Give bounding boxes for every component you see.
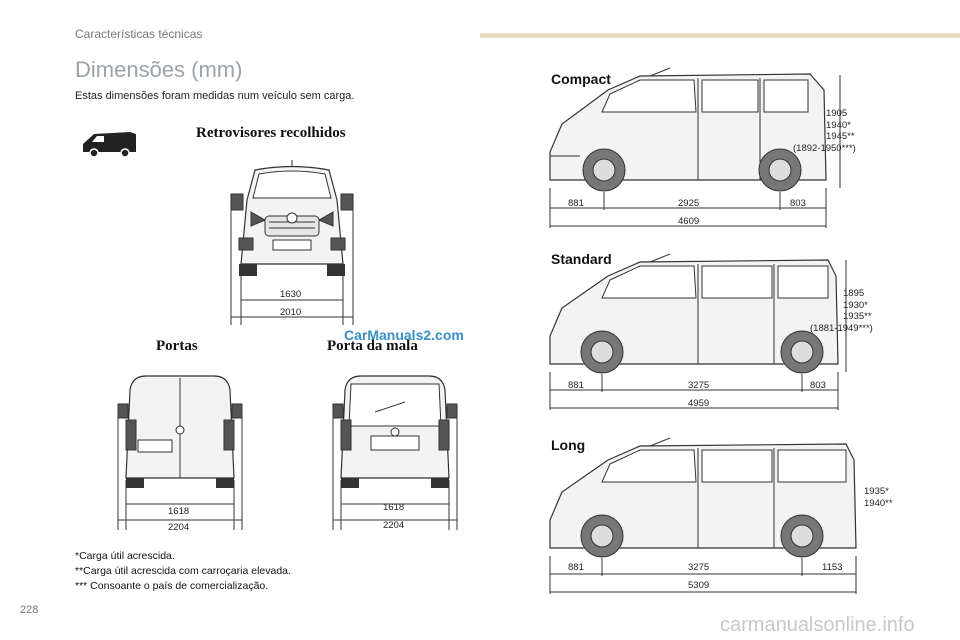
van-standard-heading: Standard bbox=[551, 251, 612, 267]
van-standard-front: 881 bbox=[568, 380, 584, 391]
van-standard-height-3: 1935** bbox=[843, 311, 872, 322]
page-number: 228 bbox=[20, 604, 39, 616]
van-long-heading: Long bbox=[551, 437, 586, 453]
van-long-heights: 1935* 1940** bbox=[864, 486, 893, 509]
intro-text: Estas dimensões foram medidas num veícul… bbox=[75, 90, 355, 102]
van-standard-rear: 803 bbox=[810, 380, 826, 391]
van-standard-total: 4959 bbox=[688, 398, 710, 409]
van-standard-height-2: 1930* bbox=[843, 299, 868, 311]
porta-mala-dim-2204: 2204 bbox=[383, 520, 405, 531]
van-standard-heights: 1895 1930* 1935** (1881-1949***) bbox=[810, 288, 873, 334]
van-long-height-1: 1935* bbox=[864, 486, 889, 497]
van-compact-height-3: 1945** bbox=[826, 131, 855, 142]
van-compact-height-4: (1892-1950***) bbox=[793, 142, 856, 154]
mirrors-heading: Retrovisores recolhidos bbox=[196, 125, 346, 141]
van-long-front: 881 bbox=[568, 562, 584, 573]
watermark-carmanuals2: CarManuals2.com bbox=[344, 327, 464, 343]
van-compact-drawing bbox=[549, 67, 841, 228]
front-view-drawing bbox=[230, 160, 354, 325]
van-compact-heights: 1905 1940* 1945** (1892-1950***) bbox=[793, 108, 856, 154]
note-1: *Carga útil acrescida. bbox=[75, 550, 175, 562]
van-long-height-2: 1940** bbox=[864, 497, 893, 509]
van-compact-wheelbase: 2925 bbox=[678, 198, 700, 209]
van-compact-total: 4609 bbox=[678, 216, 700, 227]
mirrors-width-1630: 1630 bbox=[280, 289, 302, 300]
rear-doors-drawing bbox=[117, 375, 243, 530]
van-long-drawing bbox=[549, 437, 857, 594]
header-rule bbox=[480, 33, 960, 38]
note-2: **Carga útil acrescida com carroçaria el… bbox=[75, 565, 291, 577]
mirrors-width-2010: 2010 bbox=[280, 307, 302, 318]
van-standard-height-1: 1895 bbox=[843, 288, 865, 299]
page-title: Dimensões (mm) bbox=[75, 57, 243, 82]
porta-mala-dim-1618: 1618 bbox=[383, 502, 405, 513]
section-title: Características técnicas bbox=[75, 27, 203, 41]
watermark-carmanualsonline: carmanualsonline.info bbox=[720, 614, 915, 636]
van-standard-wheelbase: 3275 bbox=[688, 380, 710, 391]
van-compact-heading: Compact bbox=[551, 71, 611, 87]
van-long-rear: 1153 bbox=[822, 562, 843, 573]
portas-dim-1618: 1618 bbox=[168, 506, 190, 517]
van-compact-rear: 803 bbox=[790, 198, 806, 209]
van-compact-front: 881 bbox=[568, 198, 584, 209]
van-compact-height-1: 1905 bbox=[826, 108, 848, 119]
portas-heading: Portas bbox=[156, 338, 198, 354]
tailgate-drawing bbox=[332, 375, 458, 530]
note-3: *** Consoante o país de comercialização. bbox=[75, 580, 269, 592]
van-standard-height-4: (1881-1949***) bbox=[810, 322, 873, 334]
porta-mala-heading: Porta da mala bbox=[327, 338, 418, 354]
van-long-total: 5309 bbox=[688, 580, 710, 591]
van-long-wheelbase: 3275 bbox=[688, 562, 710, 573]
van-silhouette-icon bbox=[83, 132, 136, 158]
portas-dim-2204: 2204 bbox=[168, 522, 190, 533]
van-compact-height-2: 1940* bbox=[826, 119, 851, 131]
van-standard-drawing bbox=[549, 253, 847, 410]
